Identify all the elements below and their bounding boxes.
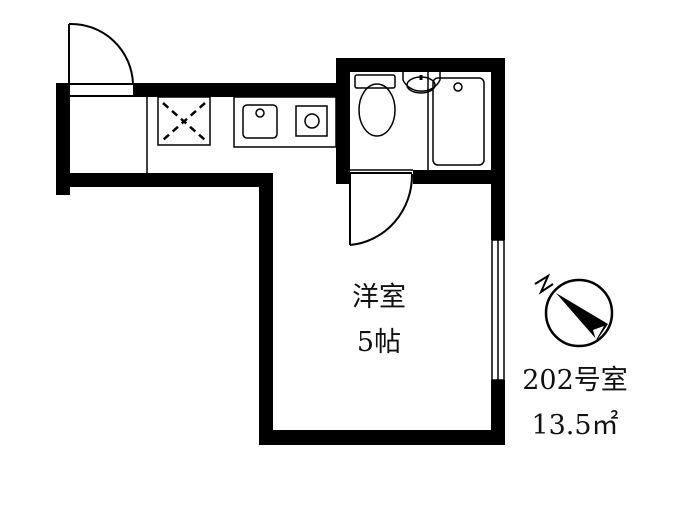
bathtub [432,77,485,166]
north-arrow-icon [534,273,614,348]
unit-area: 13.5㎡ [531,410,618,441]
room-door[interactable] [349,172,414,246]
window [491,239,505,381]
toilet-tank [354,74,396,89]
washing-machine-space [157,96,211,146]
bathroom-fixtures [350,72,485,171]
washbasin [402,72,441,92]
entrance-door[interactable] [68,22,134,97]
room-size: 5帖 [357,327,401,358]
walls [56,58,505,445]
kitchen-counter [233,96,337,148]
stove [295,105,328,137]
toilet-bowl [358,83,396,137]
unit-number: 202号室 [522,365,628,396]
room-name: 洋室 [352,282,406,313]
kitchen-sink [242,104,278,139]
